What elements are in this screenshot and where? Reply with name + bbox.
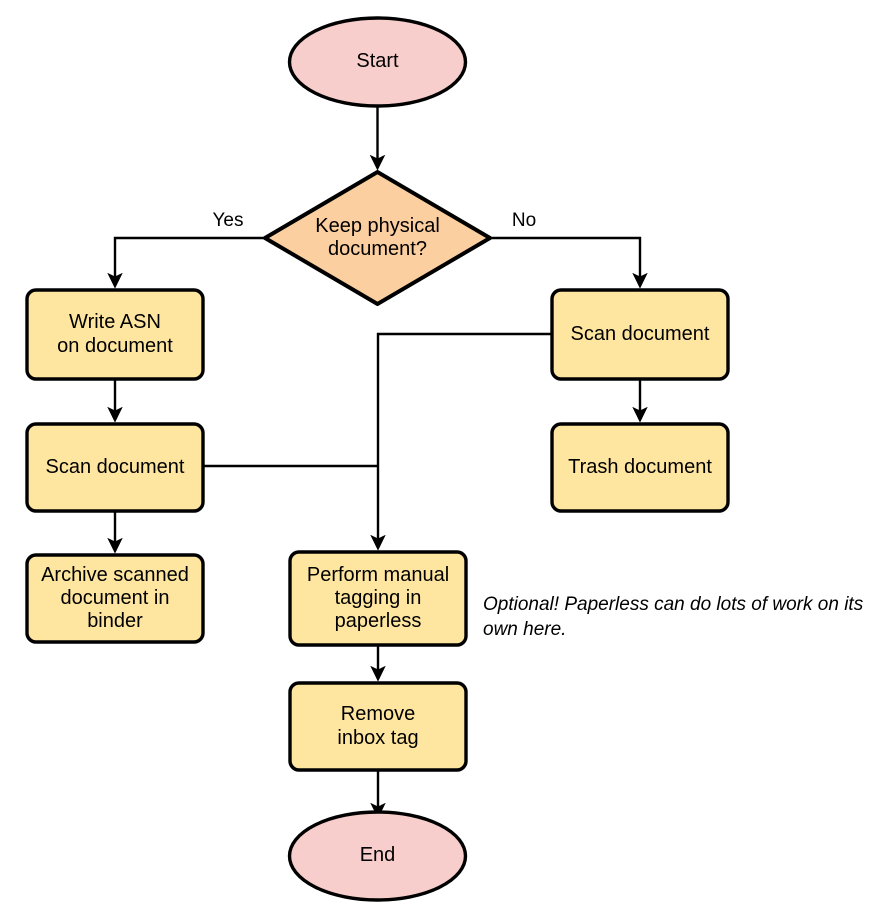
node-shape-start: [287, 16, 468, 108]
edge-decision-yes-to-write-asn: [107, 236, 265, 289]
node-shape-remove-inbox: [288, 681, 468, 772]
node-shape-decision: [263, 170, 492, 306]
edge-scan-right-to-tagging: [370, 332, 552, 551]
edge-decision-no-to-scan-right: [490, 236, 648, 289]
node-shape-trash: [550, 422, 730, 513]
node-shape-end: [287, 810, 468, 902]
node-shape-tagging: [288, 550, 468, 647]
node-shape-scan-right: [550, 288, 730, 381]
node-shape-write-asn: [25, 288, 205, 381]
node-shape-archive: [25, 553, 205, 644]
node-shape-scan-left: [25, 422, 205, 513]
connector-group: [107, 106, 648, 819]
